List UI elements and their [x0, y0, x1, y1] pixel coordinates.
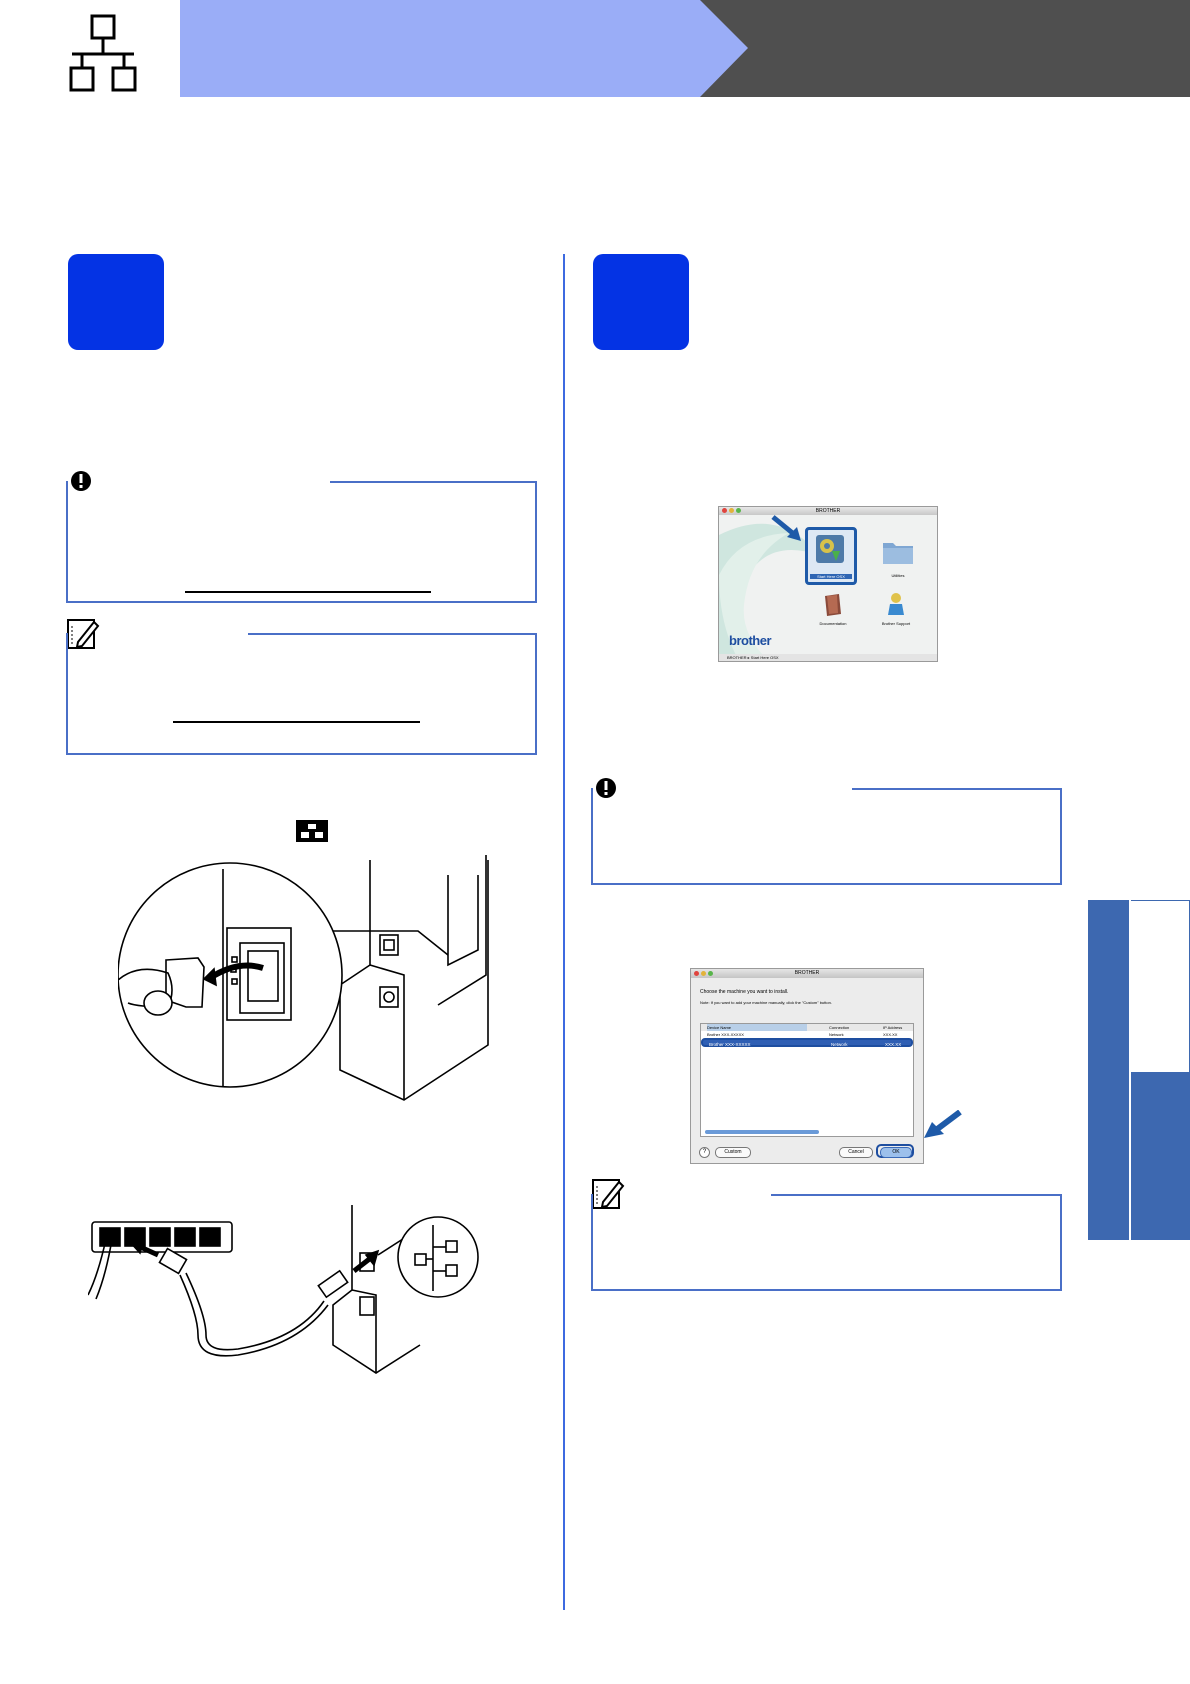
dialog-title: BROTHER [794, 970, 820, 976]
col-connection[interactable]: Connection [829, 1025, 850, 1030]
note-rule [771, 1194, 1062, 1196]
col-device-name[interactable]: Device Name [707, 1024, 807, 1031]
cancel-button[interactable]: Cancel [839, 1147, 873, 1158]
wired-network-icon [69, 14, 137, 92]
pointer-arrow [924, 1110, 962, 1138]
folder-icon[interactable] [882, 539, 914, 565]
minimize-dot[interactable] [701, 971, 706, 976]
note-rule [248, 633, 537, 635]
start-here-osx-label: Start Here OSX [810, 574, 852, 579]
exclamation-icon [71, 471, 91, 491]
remove-port-cap-illustration [118, 855, 489, 1101]
row-device: Brother XXX-XXXXX [707, 1032, 744, 1037]
minimize-dot[interactable] [729, 508, 734, 513]
connect-network-cable-illustration [88, 1205, 479, 1374]
dialog-instruction: Choose the machine you want to install. [700, 989, 789, 995]
table-row[interactable]: Brother XXX-XXXXX Network XXX.XX [701, 1032, 913, 1037]
brother-support-icon[interactable] [883, 591, 909, 617]
installer-window-title: BROTHER [815, 508, 841, 514]
close-dot[interactable] [722, 508, 727, 513]
brother-support-label: Brother Support [881, 621, 911, 626]
note-box-left [66, 633, 537, 755]
machine-list[interactable]: Device Name Connection IP Address Brothe… [700, 1023, 914, 1137]
row-ip: XXX.XX [885, 1042, 902, 1047]
pencil-note-icon [67, 619, 100, 649]
important-box-left [66, 481, 537, 603]
step-badge-left [68, 254, 164, 350]
col-ip-address[interactable]: IP Address [883, 1025, 903, 1030]
dialog-note: Note: If you want to add your machine ma… [700, 1000, 832, 1005]
horizontal-scrollbar[interactable] [705, 1130, 819, 1134]
ok-button[interactable]: OK [880, 1147, 912, 1158]
row-ip: XXX.XX [883, 1032, 898, 1037]
documentation-label: Documentation [819, 621, 847, 626]
documentation-icon[interactable] [822, 593, 844, 617]
column-divider [563, 254, 565, 1610]
dialog-titlebar: BROTHER [691, 969, 923, 978]
row-connection: Network [831, 1042, 848, 1047]
header-band [180, 0, 1190, 97]
start-here-osx-item[interactable]: Start Here OSX [805, 527, 857, 585]
help-icon[interactable]: ? [699, 1147, 710, 1158]
link-underline[interactable] [185, 591, 431, 593]
step-badge-right [593, 254, 689, 350]
zoom-dot[interactable] [736, 508, 741, 513]
link-underline[interactable] [173, 721, 420, 723]
important-rule [330, 481, 537, 483]
important-rule [852, 788, 1062, 790]
select-machine-dialog-screenshot: BROTHER Choose the machine you want to i… [690, 968, 924, 1164]
installer-window-screenshot: BROTHER Start Here OSX Utilities Documen… [718, 506, 938, 662]
gear-install-icon [816, 535, 844, 563]
row-device: Brother XXX-XXXXX [709, 1042, 751, 1047]
utilities-label: Utilities [891, 573, 905, 578]
pointer-arrow [771, 515, 801, 541]
table-row-selected[interactable]: Brother XXX-XXXXX Network XXX.XX [701, 1038, 913, 1047]
brother-logo: brother [729, 633, 772, 648]
important-box-right [591, 788, 1062, 885]
list-header: Device Name Connection IP Address [701, 1024, 913, 1031]
custom-button[interactable]: Custom [715, 1147, 751, 1158]
note-box-right [591, 1194, 1062, 1291]
exclamation-icon [596, 778, 616, 798]
installer-titlebar: BROTHER [719, 507, 937, 515]
zoom-dot[interactable] [708, 971, 713, 976]
close-dot[interactable] [694, 971, 699, 976]
lan-port-icon [296, 820, 328, 842]
pencil-note-icon [592, 1179, 625, 1209]
installer-swirl-background [719, 523, 819, 661]
installer-path-bar: BROTHER ▸ Start Here OSX [719, 654, 937, 661]
section-side-tab[interactable] [1088, 900, 1190, 1240]
row-connection: Network [829, 1032, 844, 1037]
